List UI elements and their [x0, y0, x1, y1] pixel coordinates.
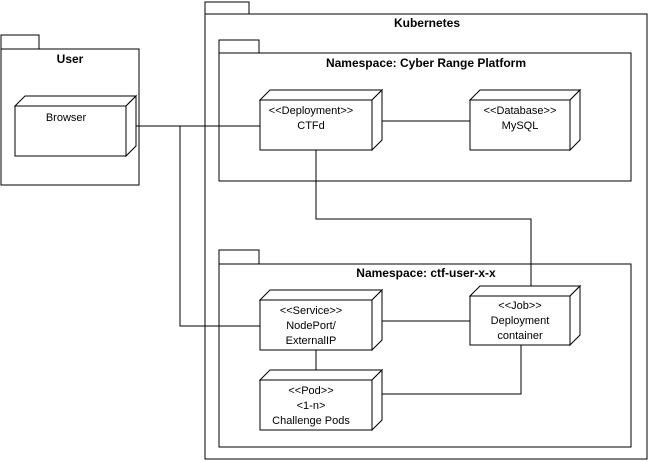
node-pods-stereotype: <<Pod>> [288, 385, 333, 397]
package-kubernetes-title: Kubernetes [394, 16, 460, 30]
package-user-title: User [57, 52, 84, 66]
connector-job-pods [372, 345, 522, 395]
node-challenge-pods: <<Pod>> <1-n> Challenge Pods [258, 368, 384, 432]
node-ctfd-stereotype: <<Deployment>> [269, 105, 353, 117]
node-mysql-stereotype: <<Database>> [484, 105, 557, 117]
node-ctfd-name: CTFd [297, 120, 325, 132]
node-mysql-name: MySQL [502, 120, 539, 132]
node-browser-label: Browser [46, 112, 87, 124]
node-service-stereotype: <<Service>> [280, 305, 342, 317]
node-service: <<Service>> NodePort/ ExternalIP [258, 288, 384, 352]
node-job-line1: Deployment [491, 315, 550, 327]
node-job-line2: container [497, 330, 543, 342]
connectors [126, 120, 532, 395]
node-pods-name: Challenge Pods [272, 415, 350, 427]
node-service-line2: ExternalIP [286, 335, 337, 347]
package-namespace-platform-title: Namespace: Cyber Range Platform [326, 56, 526, 70]
node-pods-multiplicity: <1-n> [297, 400, 326, 412]
connector-browser-service [179, 126, 260, 327]
node-browser: Browser [13, 94, 138, 158]
node-job-stereotype: <<Job>> [498, 300, 541, 312]
node-ctfd: <<Deployment>> CTFd [258, 88, 384, 152]
node-job: <<Job>> Deployment container [468, 284, 582, 347]
node-mysql: <<Database>> MySQL [468, 88, 582, 152]
node-service-line1: NodePort/ [286, 320, 336, 332]
connector-ctfd-job [315, 150, 532, 286]
package-namespace-user-title: Namespace: ctf-user-x-x [356, 266, 496, 280]
